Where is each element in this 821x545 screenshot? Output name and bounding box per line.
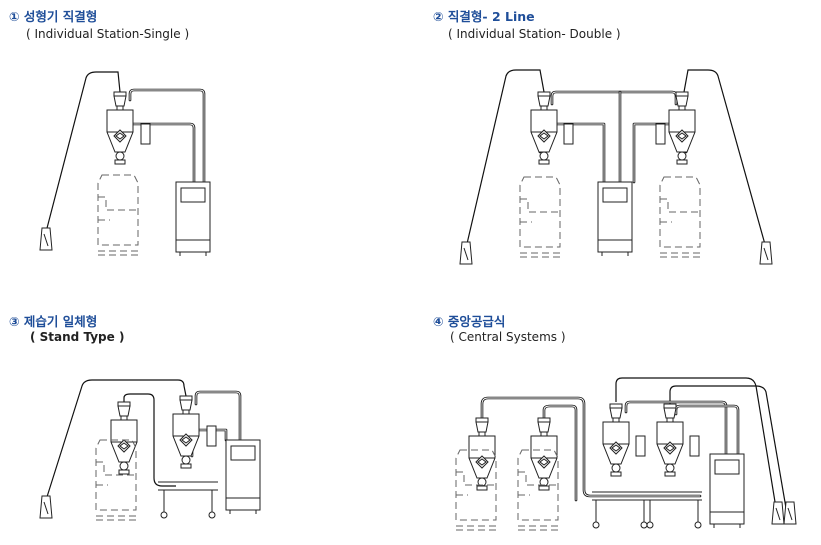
panel-4-subtitle: ( Central Systems ) [450,330,566,344]
panel-1-diagram [39,71,211,257]
panel-4-diagram [455,377,797,531]
panel-4-title: ④ 중앙공급식 [433,314,506,329]
panel-3-diagram [39,379,261,521]
panel-1-title: ① 성형기 직결형 [9,9,98,24]
panel-2-diagram [459,69,773,265]
panel-1-subtitle: ( Individual Station-Single ) [26,27,190,41]
panel-3-title: ③ 제습기 일체형 [9,314,98,329]
panel-2-subtitle: ( Individual Station- Double ) [448,27,621,41]
panel-3-subtitle: ( Stand Type ) [30,330,125,344]
panel-2-title: ② 직결형- 2 Line [433,9,535,24]
